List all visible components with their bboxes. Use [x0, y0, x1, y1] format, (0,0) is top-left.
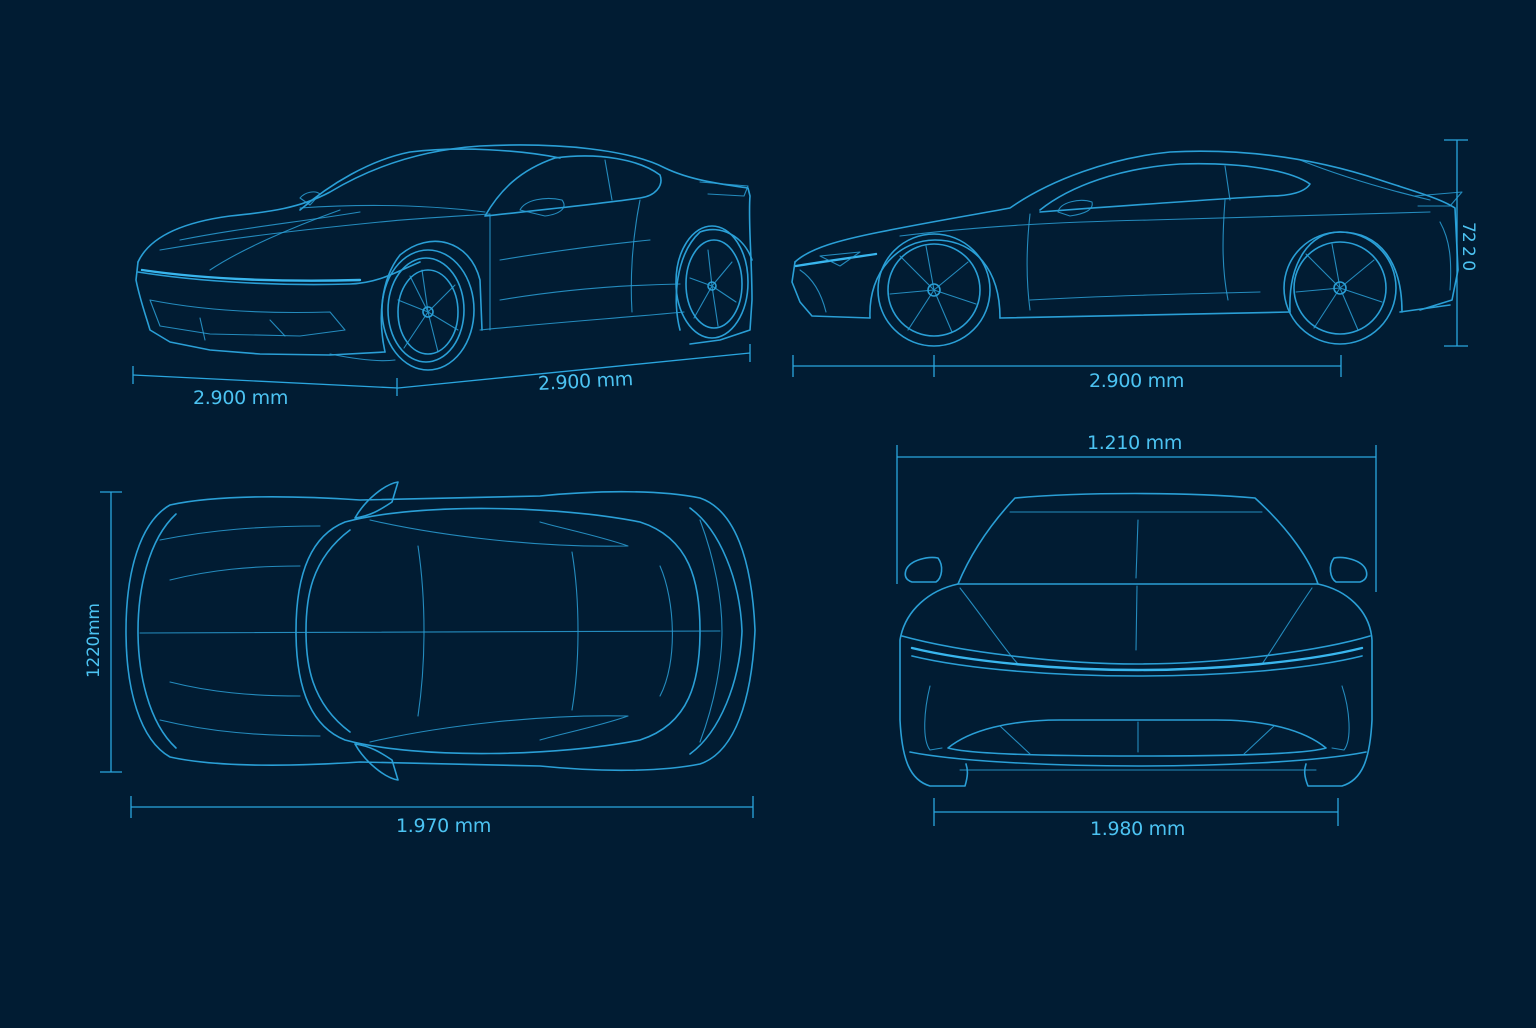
top-height-label: 1220mm: [84, 603, 104, 678]
side-car-view: [791, 150, 1463, 347]
front-dimension-lines: [896, 445, 1377, 826]
side-length-label: 2.900 mm: [1089, 370, 1185, 392]
perspective-car-view: [135, 144, 753, 371]
front-track-width-label: 1.980 mm: [1090, 818, 1186, 840]
front-car-view: [899, 492, 1373, 787]
top-length-label: 1.970 mm: [396, 815, 492, 837]
side-height-label: 72 2 0: [1458, 222, 1478, 271]
top-car-view: [125, 481, 756, 781]
front-overall-width-label: 1.210 mm: [1087, 432, 1183, 454]
perspective-left-length-label: 2.900 mm: [193, 387, 289, 409]
top-dimension-lines: [100, 491, 754, 818]
side-dimension-lines: [792, 139, 1468, 377]
perspective-dimension-lines: [132, 344, 751, 396]
